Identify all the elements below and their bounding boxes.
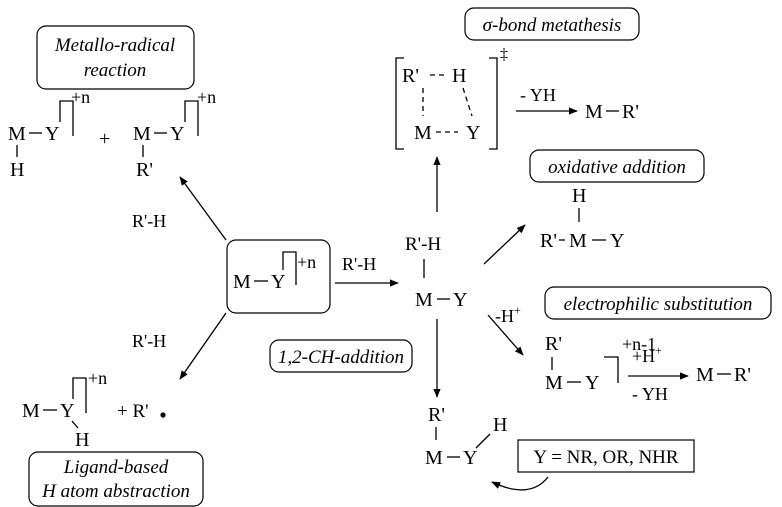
- atom-y: Y: [271, 271, 285, 293]
- atom-m: M: [414, 122, 432, 144]
- y-definition-box: Y = NR, OR, NHR: [517, 439, 695, 473]
- atom-y: Y: [463, 447, 477, 469]
- ligand-based-label: Ligand-based H atom abstraction: [28, 451, 204, 507]
- atom-h: H: [572, 185, 586, 207]
- atom-m: M: [569, 230, 587, 252]
- plus-sign: +: [99, 128, 110, 150]
- radical-dot: [160, 412, 166, 418]
- atom-r: R': [540, 230, 557, 252]
- atom-h: H: [452, 65, 466, 87]
- electrophilic-intermediate: R' M Y +n-1: [545, 333, 656, 394]
- ch-addition-text: 1,2-CH-addition: [278, 347, 404, 368]
- reagent-rh: R'-H: [132, 331, 166, 351]
- atom-r: R': [545, 333, 562, 355]
- metallo-radical-label: Metallo-radical reaction: [36, 25, 195, 90]
- atom-m: M: [233, 271, 251, 293]
- arrow-to-metallo-radical: [179, 176, 227, 241]
- atom-y: Y: [170, 123, 184, 145]
- reagent-rh: R'-H: [132, 211, 166, 231]
- atom-h: H: [75, 429, 89, 451]
- atom-r: R': [622, 101, 639, 123]
- y-definition-text: Y = NR, OR, NHR: [533, 447, 678, 468]
- charge-label: +n-1: [622, 334, 656, 354]
- dagger-symbol: ‡: [500, 46, 508, 63]
- oxidative-addition-text: oxidative addition: [548, 157, 686, 178]
- charge-label: +n: [197, 87, 216, 107]
- charge-label: +n: [297, 252, 316, 272]
- atom-h: H: [493, 414, 507, 436]
- atom-r: R': [402, 65, 419, 87]
- metal-hydride-product: M Y H +n: [8, 87, 90, 181]
- metallo-radical-line1: Metallo-radical: [54, 35, 175, 56]
- atom-m: M: [696, 364, 714, 386]
- reagent-rh: R'-H: [342, 254, 376, 274]
- ch-addition-product: R' M Y H: [425, 404, 507, 469]
- oxidative-addition-product: H R' M Y: [540, 185, 624, 252]
- atom-r: R': [734, 364, 751, 386]
- charge-label: +n: [88, 368, 107, 388]
- transition-state: ‡ R' H M Y: [395, 46, 508, 150]
- sigma-adduct: R'-H M Y: [405, 234, 467, 311]
- reagent-minus-h-plus: -H+: [495, 303, 521, 326]
- ligand-based-line2: H atom abstraction: [41, 481, 190, 502]
- atom-m: M: [133, 123, 151, 145]
- atom-m: M: [585, 101, 603, 123]
- arrow-to-ligand-based: [179, 312, 227, 380]
- atom-m: M: [415, 289, 433, 311]
- charge-label: +n: [71, 87, 90, 107]
- oxidative-addition-label: oxidative addition: [529, 149, 705, 183]
- atom-m: M: [8, 123, 26, 145]
- atom-y: Y: [60, 400, 74, 422]
- metallo-radical-line2: reaction: [84, 60, 147, 81]
- atom-h: H: [10, 159, 24, 181]
- electrophilic-substitution-label: electrophilic substitution: [544, 286, 772, 320]
- atom-m: M: [22, 400, 40, 422]
- ch-addition-label: 1,2-CH-addition: [269, 339, 413, 373]
- curved-arrow-y-pointer: [491, 476, 549, 491]
- starting-complex: M Y +n: [226, 239, 331, 314]
- atom-r: R': [136, 159, 153, 181]
- arrow-to-oxidative-addition: [483, 224, 526, 265]
- electrophilic-product: M R': [696, 364, 751, 386]
- metathesis-product: M R': [585, 101, 639, 123]
- atom-m: M: [545, 372, 563, 394]
- reagent-rh: R'-H: [405, 234, 441, 255]
- sigma-bond-text: σ-bond metathesis: [483, 15, 622, 36]
- reagent-minus-yh: - YH: [520, 85, 556, 105]
- atom-r: R': [428, 404, 445, 426]
- atom-y: Y: [453, 289, 467, 311]
- arrow-to-electrophilic-substitution: [487, 314, 524, 356]
- atom-y: Y: [45, 123, 59, 145]
- reagent-minus-yh: - YH: [632, 384, 668, 404]
- atom-y: Y: [466, 122, 480, 144]
- radical-byproduct: + R': [117, 401, 149, 422]
- atom-y: Y: [585, 372, 599, 394]
- ligand-abstraction-product: M Y H +n + R': [22, 368, 166, 451]
- atom-y: Y: [610, 230, 624, 252]
- atom-m: M: [425, 447, 443, 469]
- sigma-bond-label: σ-bond metathesis: [464, 7, 640, 41]
- reagent-plus-h-plus: +H+: [632, 343, 662, 366]
- ligand-based-line1: Ligand-based: [63, 457, 169, 478]
- electrophilic-substitution-text: electrophilic substitution: [564, 294, 753, 315]
- metal-alkyl-product: M Y R' +n: [133, 87, 216, 181]
